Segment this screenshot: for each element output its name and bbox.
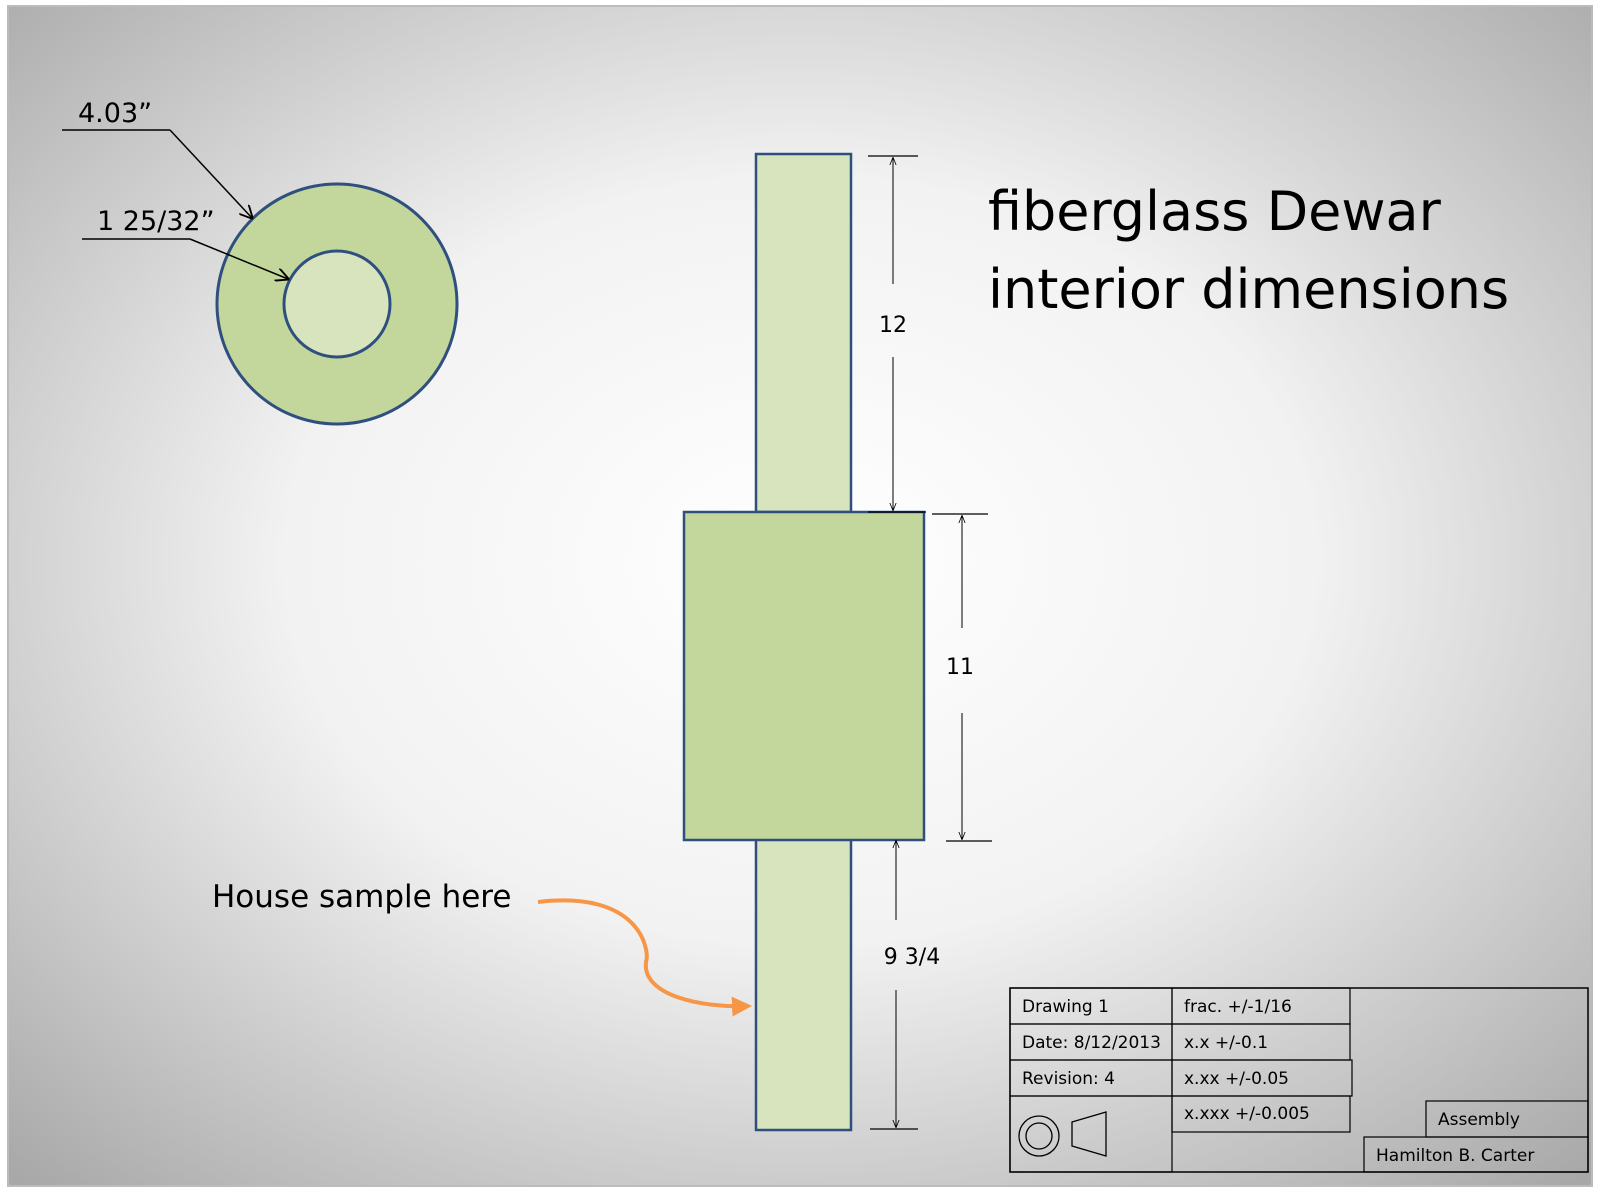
title-block-type: Assembly: [1438, 1110, 1520, 1130]
title-block-date: Date: 8/12/2013: [1022, 1033, 1161, 1053]
tolerance-frac: frac. +/-1/16: [1184, 997, 1292, 1017]
orange-arrow: [537, 898, 752, 1017]
tolerance-1: x.x +/-0.1: [1184, 1033, 1268, 1053]
top-tube: [754, 152, 853, 514]
title-line-1: fiberglass Dewar: [988, 180, 1442, 243]
dimension-top-label: 12: [879, 313, 907, 338]
outer-diameter-callout: 4.03”: [62, 98, 252, 218]
projection-symbol-icon: [1018, 1111, 1107, 1157]
inner-circle: [282, 249, 392, 359]
cross-section: [215, 182, 459, 426]
house-sample-label: House sample here: [212, 879, 511, 915]
title-line-2: interior dimensions: [988, 258, 1509, 321]
title-block-revision: Revision: 4: [1022, 1069, 1115, 1089]
dimension-middle: 11: [932, 513, 992, 842]
title-block-author: Hamilton B. Carter: [1376, 1146, 1534, 1166]
tube-assembly: [682, 152, 926, 1132]
inner-diameter-label: 1 25/32”: [97, 206, 215, 237]
title-block-drawing: Drawing 1: [1022, 997, 1109, 1017]
bottom-tube: [754, 836, 853, 1132]
tolerance-3: x.xxx +/-0.005: [1184, 1104, 1310, 1124]
title-block: Drawing 1 Date: 8/12/2013 Revision: 4 fr…: [1009, 987, 1589, 1173]
middle-chamber: [682, 510, 926, 842]
dimension-bottom: 9 3/4: [870, 841, 940, 1130]
dimension-middle-label: 11: [946, 655, 974, 680]
house-sample-annotation: House sample here: [212, 879, 752, 1017]
outer-diameter-label: 4.03”: [78, 98, 152, 129]
inner-diameter-callout: 1 25/32”: [82, 206, 288, 279]
drawing-title: fiberglass Dewar interior dimensions: [988, 180, 1509, 321]
dimension-top: 12: [868, 155, 926, 513]
tolerance-2: x.xx +/-0.05: [1184, 1069, 1289, 1089]
dimension-bottom-label: 9 3/4: [884, 945, 940, 970]
